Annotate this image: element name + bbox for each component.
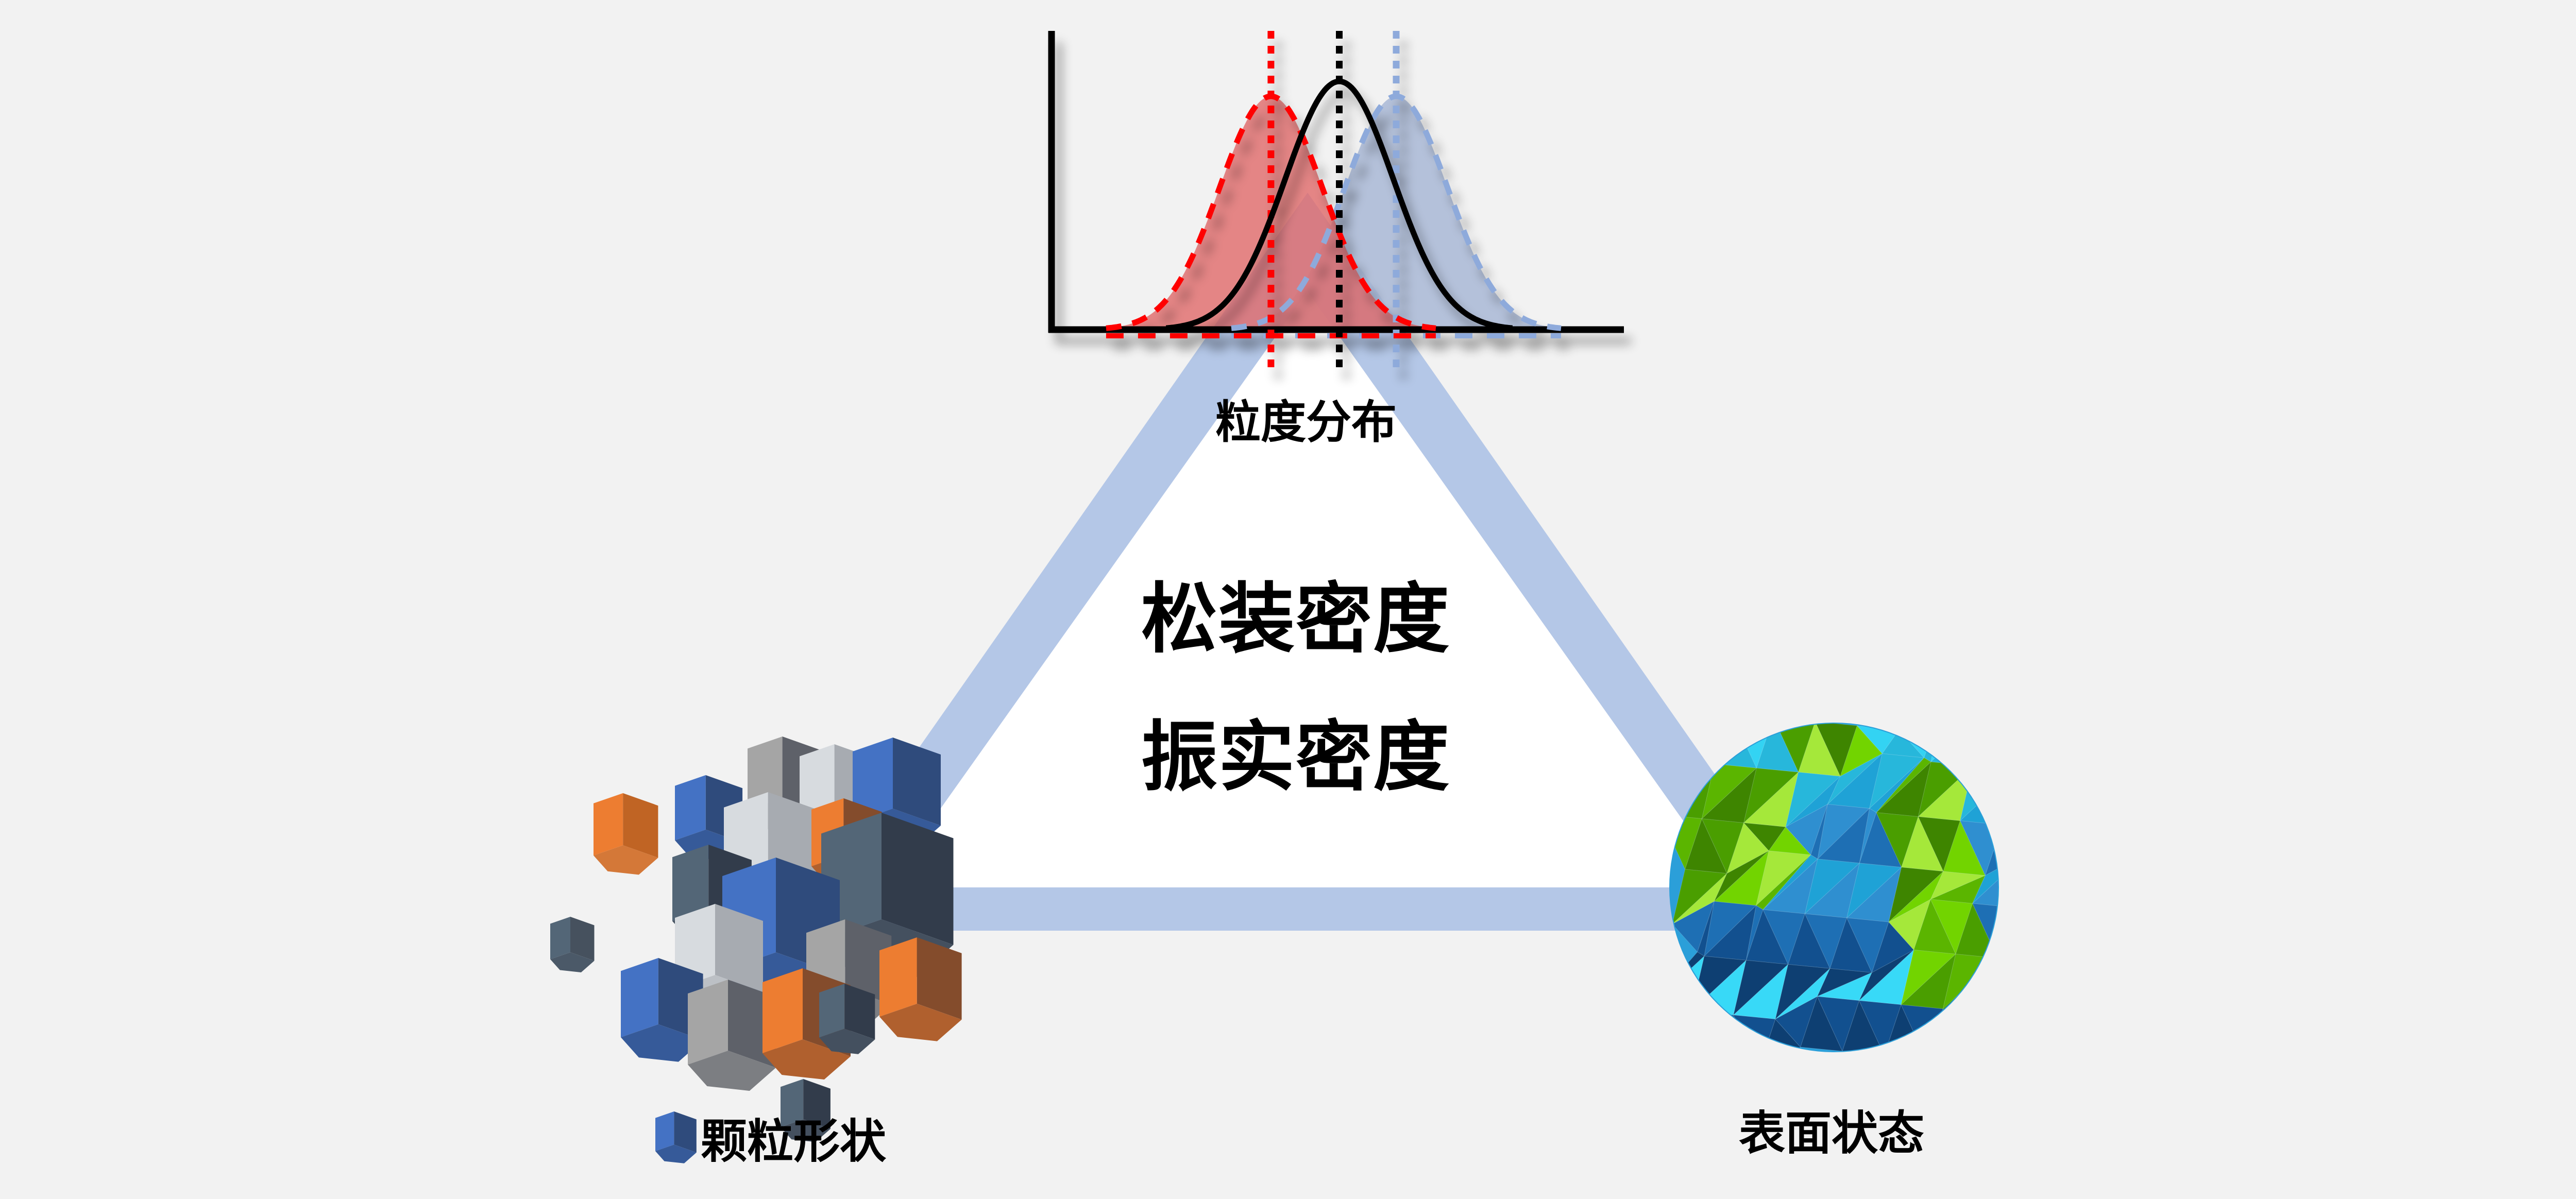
cube (594, 793, 658, 875)
triangle-interior (885, 292, 1731, 887)
cube (819, 984, 875, 1054)
globe-icon (1669, 723, 1999, 1052)
vertex-label-particle-size-distribution: 粒度分布 (1215, 396, 1397, 449)
tap-density-label: 振实密度 (1141, 713, 1450, 801)
vertex-label-surface-state: 表面状态 (1739, 1106, 1924, 1160)
cube (655, 1111, 697, 1163)
cube (879, 937, 962, 1041)
cube (550, 917, 595, 972)
vertex-label-particle-shape: 颗粒形状 (701, 1115, 886, 1169)
distribution-chart-icon (1048, 31, 1624, 369)
cube (781, 1079, 831, 1142)
triangle (791, 193, 1824, 931)
bulk-density-label: 松装密度 (1141, 575, 1450, 663)
cubes-icon (550, 736, 962, 1163)
